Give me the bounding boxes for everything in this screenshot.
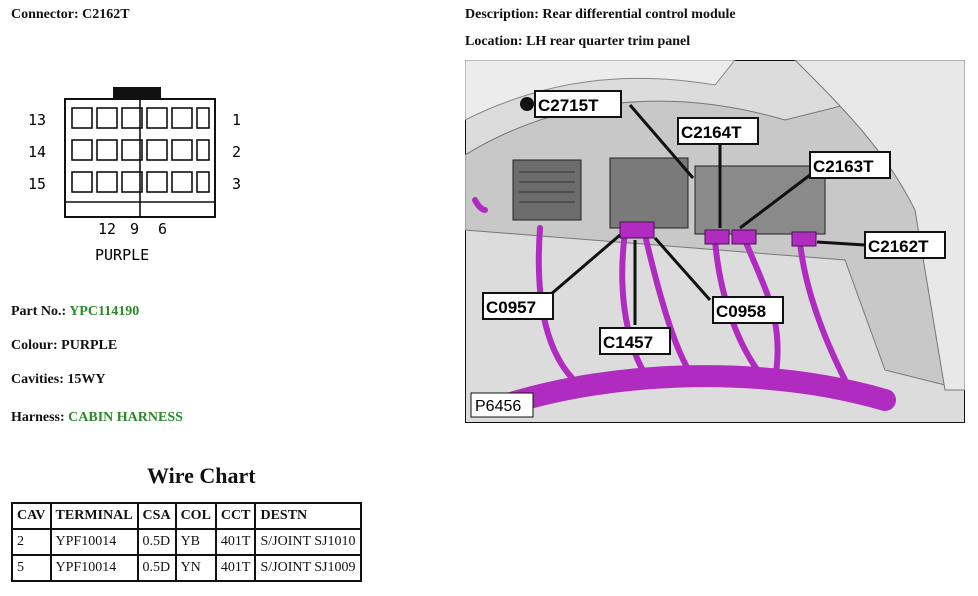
connector-label: Connector:	[11, 7, 79, 22]
cell-destn: S/JOINT SJ1009	[254, 554, 362, 582]
header-terminal: TERMINAL	[49, 502, 139, 530]
cell-cct: 401T	[214, 554, 257, 582]
cell-col: YB	[174, 528, 217, 556]
cell-csa: 0.5D	[136, 554, 177, 582]
part-no-field: Part No.: YPC114190	[11, 304, 139, 320]
cell-csa: 0.5D	[136, 528, 177, 556]
cavities-label: Cavities:	[11, 372, 64, 387]
callout-c2715t: C2715T	[538, 96, 599, 115]
table-row: 5 YPF10014 0.5D YN 401T S/JOINT SJ1009	[11, 554, 362, 582]
cell-col: YN	[174, 554, 217, 582]
header-cav: CAV	[11, 502, 52, 530]
description-value: Rear differential control module	[542, 7, 736, 22]
cell-cav: 2	[11, 528, 52, 556]
pin-label-6: 6	[158, 220, 167, 238]
header-destn: DESTN	[254, 502, 362, 530]
cavities-field: Cavities: 15WY	[11, 372, 106, 388]
callout-c2163t: C2163T	[813, 157, 874, 176]
pin-label-15: 15	[28, 175, 46, 193]
connector-value: C2162T	[82, 7, 130, 22]
harness-value: CABIN HARNESS	[68, 410, 183, 425]
pin-label-14: 14	[28, 143, 46, 161]
diagram-colour-caption: PURPLE	[95, 246, 149, 264]
header-csa: CSA	[136, 502, 177, 530]
location-illustration: C2715T C2164T C2163T C2162T C0957 C0958 …	[465, 60, 965, 423]
colour-field: Colour: PURPLE	[11, 338, 117, 354]
pin-label-13: 13	[28, 111, 46, 129]
location-value: LH rear quarter trim panel	[526, 34, 691, 49]
callout-c1457: C1457	[603, 333, 653, 352]
cavities-value: 15WY	[67, 372, 106, 387]
pin-label-9: 9	[130, 220, 139, 238]
cell-terminal: YPF10014	[49, 528, 139, 556]
pin-label-1: 1	[232, 111, 241, 129]
callout-c2164t: C2164T	[681, 123, 742, 142]
photo-id: P6456	[475, 398, 521, 415]
part-no-value: YPC114190	[69, 304, 140, 319]
table-row: 2 YPF10014 0.5D YB 401T S/JOINT SJ1010	[11, 528, 362, 556]
location-field: Location: LH rear quarter trim panel	[465, 34, 690, 50]
pin-label-3: 3	[232, 175, 241, 193]
callout-c0958: C0958	[716, 302, 766, 321]
cell-cct: 401T	[214, 528, 257, 556]
harness-field: Harness: CABIN HARNESS	[11, 410, 183, 426]
description-field: Description: Rear differential control m…	[465, 7, 736, 23]
location-label: Location:	[465, 34, 523, 49]
part-no-label: Part No.:	[11, 304, 67, 319]
harness-label: Harness:	[11, 410, 65, 425]
colour-value: PURPLE	[61, 338, 118, 353]
callout-c2162t: C2162T	[868, 237, 929, 256]
cell-destn: S/JOINT SJ1010	[254, 528, 362, 556]
pin-label-2: 2	[232, 143, 241, 161]
header-col: COL	[174, 502, 217, 530]
callout-c0957: C0957	[486, 298, 536, 317]
wire-chart-table: CAV TERMINAL CSA COL CCT DESTN 2 YPF1001…	[11, 502, 362, 582]
cell-terminal: YPF10014	[49, 554, 139, 582]
cell-cav: 5	[11, 554, 52, 582]
connector-face-diagram: 13 14 15 1 2 3 12 9 6 PURPLE	[28, 87, 241, 264]
wire-chart-title: Wire Chart	[147, 463, 256, 488]
colour-label: Colour:	[11, 338, 58, 353]
wire-chart-header-row: CAV TERMINAL CSA COL CCT DESTN	[11, 502, 362, 530]
description-label: Description:	[465, 7, 539, 22]
connector-field: Connector: C2162T	[11, 7, 130, 23]
pin-label-12: 12	[98, 220, 116, 238]
header-cct: CCT	[214, 502, 257, 530]
